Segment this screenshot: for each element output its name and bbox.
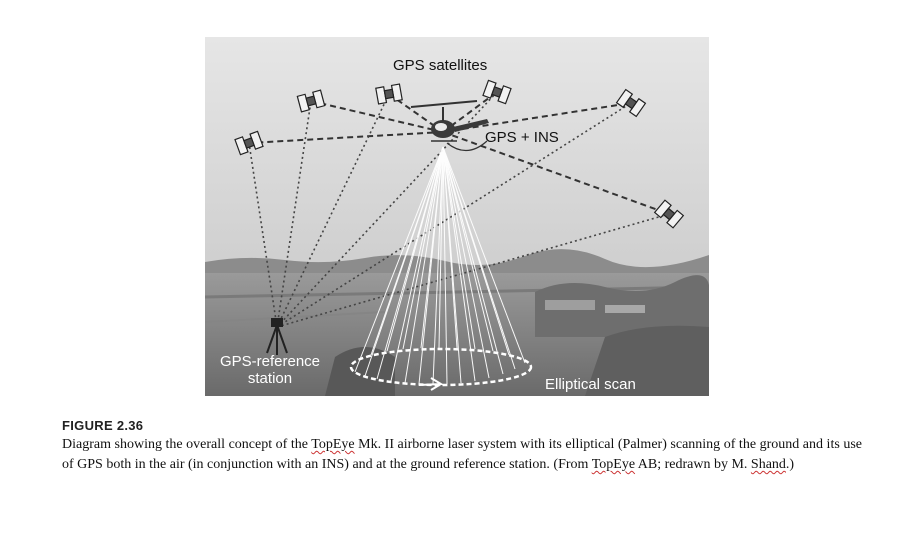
caption-part: .) <box>785 457 795 472</box>
elliptical-scan-path <box>349 347 533 387</box>
satellite-icon <box>296 89 326 113</box>
laser-scan-cone <box>354 146 526 385</box>
label-reference-station: GPS-reference station <box>213 353 327 387</box>
caption-term-topeye: TopEye <box>311 437 355 452</box>
sky-background <box>205 37 709 267</box>
figure-number: FIGURE 2.36 <box>62 418 144 433</box>
label-reference-station-line2: station <box>247 370 293 387</box>
gps-satellites <box>234 79 685 229</box>
satellite-icon <box>375 83 403 105</box>
caption-text: Diagram showing the overall concept of t… <box>62 435 862 475</box>
label-elliptical-scan: Elliptical scan <box>545 376 636 393</box>
label-gps-ins: GPS + INS <box>485 129 559 146</box>
satellite-icon <box>615 88 647 118</box>
reference-station-tripod <box>266 318 288 355</box>
satellite-station-links <box>248 91 670 328</box>
figure-caption: FIGURE 2.36 Diagram showing the overall … <box>62 418 862 475</box>
caption-part: Mk. II airborne laser system with its el… <box>62 437 862 472</box>
treeline <box>205 249 709 277</box>
scan-direction-arrow <box>418 377 445 391</box>
figure-drawing <box>205 37 709 396</box>
caption-term-shand: Shand <box>750 457 786 472</box>
caption-part: AB; redrawn by M. <box>635 457 751 472</box>
bushes <box>325 347 395 396</box>
helicopter <box>410 100 489 142</box>
caption-term-topeye: TopEye <box>591 457 636 472</box>
label-gps-satellites: GPS satellites <box>393 57 488 74</box>
satellite-icon <box>653 199 685 229</box>
caption-part: Diagram showing the overall concept of t… <box>62 437 312 452</box>
figure-illustration: GPS satellites GPS + INS GPS-reference s… <box>205 37 709 396</box>
satellite-icon <box>234 130 264 156</box>
satellite-icon <box>482 79 512 105</box>
label-reference-station-line1: GPS-reference <box>219 353 321 370</box>
